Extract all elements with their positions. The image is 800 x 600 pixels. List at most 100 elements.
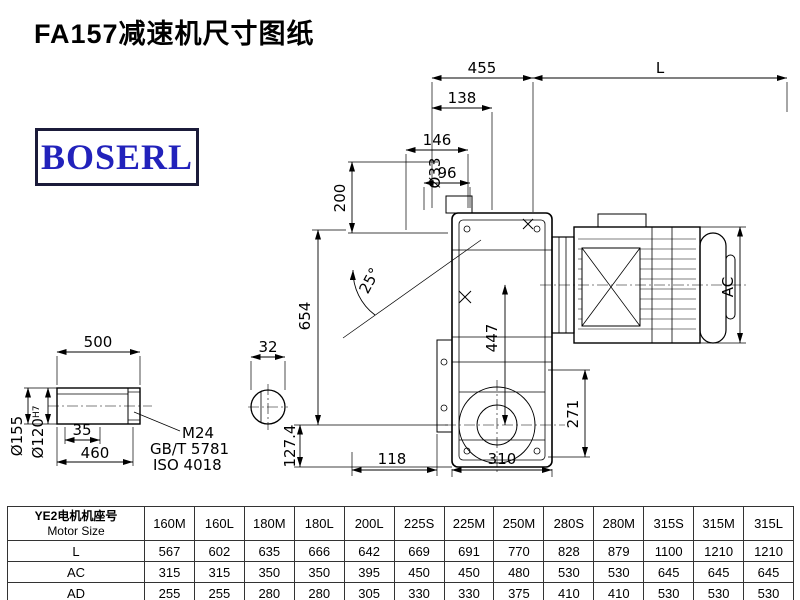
column-header: 160L <box>193 506 245 541</box>
dim-33: Ø33 <box>426 158 444 189</box>
table-cell: 530 <box>593 561 645 583</box>
column-header: 280S <box>543 506 595 541</box>
table-cell: 666 <box>293 540 345 562</box>
dim-AC: AC <box>719 277 737 297</box>
table-cell: 450 <box>443 561 495 583</box>
motor-size-header-cn: YE2电机机座号 <box>34 508 118 523</box>
dim-310: 310 <box>488 450 517 468</box>
table-cell: 280 <box>293 582 345 600</box>
dimension-drawing: 455 L 138 146 96 Ø33 200 25° 654 447 AC … <box>8 59 788 477</box>
column-header: 280M <box>593 506 645 541</box>
table-cell: 330 <box>443 582 495 600</box>
table-cell: 1210 <box>743 540 794 562</box>
table-cell: 1210 <box>693 540 745 562</box>
table-cell: 280 <box>243 582 295 600</box>
column-header: 200L <box>343 506 395 541</box>
dim-460: 460 <box>81 444 110 462</box>
table-cell: 330 <box>393 582 445 600</box>
input-boss <box>445 195 473 214</box>
column-header: 225S <box>393 506 445 541</box>
table-cell: 480 <box>493 561 545 583</box>
table-cell: 255 <box>144 582 195 600</box>
bolt-cross-mark <box>458 290 472 304</box>
row-label: L <box>7 540 145 562</box>
column-header: 180M <box>243 506 295 541</box>
dimension-lines <box>25 75 787 473</box>
column-header: 225M <box>443 506 495 541</box>
row-label: AD <box>7 582 145 600</box>
dim-138: 138 <box>448 89 477 107</box>
dim-120-sup: H7 <box>32 406 42 419</box>
bolt-cross-mark <box>522 218 534 230</box>
table-cell: 305 <box>343 582 395 600</box>
table-cell: 530 <box>543 561 595 583</box>
extension-lines <box>24 82 788 477</box>
dim-654: 654 <box>296 302 314 331</box>
dim-155: Ø155 <box>8 416 26 456</box>
dim-127-4: 127.4 <box>281 425 299 468</box>
table-cell: 879 <box>593 540 645 562</box>
dim-118: 118 <box>378 450 407 468</box>
table-cell: 530 <box>693 582 745 600</box>
table-cell: 410 <box>593 582 645 600</box>
gearbox-housing <box>436 195 553 468</box>
dim-271: 271 <box>564 400 582 429</box>
table-cell: 530 <box>643 582 695 600</box>
dim-35: 35 <box>72 421 91 439</box>
table-cell: 691 <box>443 540 495 562</box>
table-cell: 770 <box>493 540 545 562</box>
motor <box>551 213 736 344</box>
table-cell: 1100 <box>643 540 695 562</box>
table-cell: 350 <box>243 561 295 583</box>
dim-146: 146 <box>423 131 452 149</box>
dim-120H7: Ø120H7 <box>29 406 47 459</box>
table-cell: 410 <box>543 582 595 600</box>
output-flange-edge <box>436 339 453 433</box>
dim-200: 200 <box>331 184 349 213</box>
table-cell: 530 <box>743 582 794 600</box>
column-header: 250M <box>493 506 545 541</box>
table-cell: 645 <box>743 561 794 583</box>
table-cell: 645 <box>643 561 695 583</box>
table-cell: 350 <box>293 561 345 583</box>
table-cell: 635 <box>243 540 295 562</box>
table-cell: 642 <box>343 540 395 562</box>
table-cell: 669 <box>393 540 445 562</box>
table-cell: 450 <box>393 561 445 583</box>
table-cell: 255 <box>193 582 245 600</box>
row-label: AC <box>7 561 145 583</box>
motor-size-header-en: Motor Size <box>47 523 105 538</box>
dim-120-base: Ø120 <box>29 418 47 458</box>
angle-leg-line <box>342 239 482 339</box>
table-cell: 828 <box>543 540 595 562</box>
table-cell: 315 <box>144 561 195 583</box>
dim-L: L <box>656 59 665 77</box>
dim-25deg: 25° <box>355 265 383 297</box>
table-cell: 395 <box>343 561 395 583</box>
motor-size-header: YE2电机机座号 Motor Size <box>7 506 145 541</box>
page-title: FA157减速机尺寸图纸 <box>34 19 315 49</box>
table-cell: 567 <box>144 540 195 562</box>
dim-500: 500 <box>84 333 113 351</box>
leader-line <box>133 411 181 432</box>
table-cell: 315 <box>193 561 245 583</box>
table-cell: 375 <box>493 582 545 600</box>
motor-fan-cap <box>725 254 736 320</box>
brand-logo-box: BOSERL <box>35 128 199 186</box>
dim-455: 455 <box>468 59 497 77</box>
angle-arc <box>349 269 376 316</box>
label-gbt-5781: GB/T 5781 <box>150 440 229 458</box>
column-header: 160M <box>144 506 195 541</box>
brand-logo: BOSERL <box>40 137 194 177</box>
terminal-box <box>597 213 647 228</box>
dim-32: 32 <box>258 338 277 356</box>
column-header: 315M <box>693 506 745 541</box>
label-iso-4018: ISO 4018 <box>153 456 222 474</box>
column-header: 180L <box>293 506 345 541</box>
